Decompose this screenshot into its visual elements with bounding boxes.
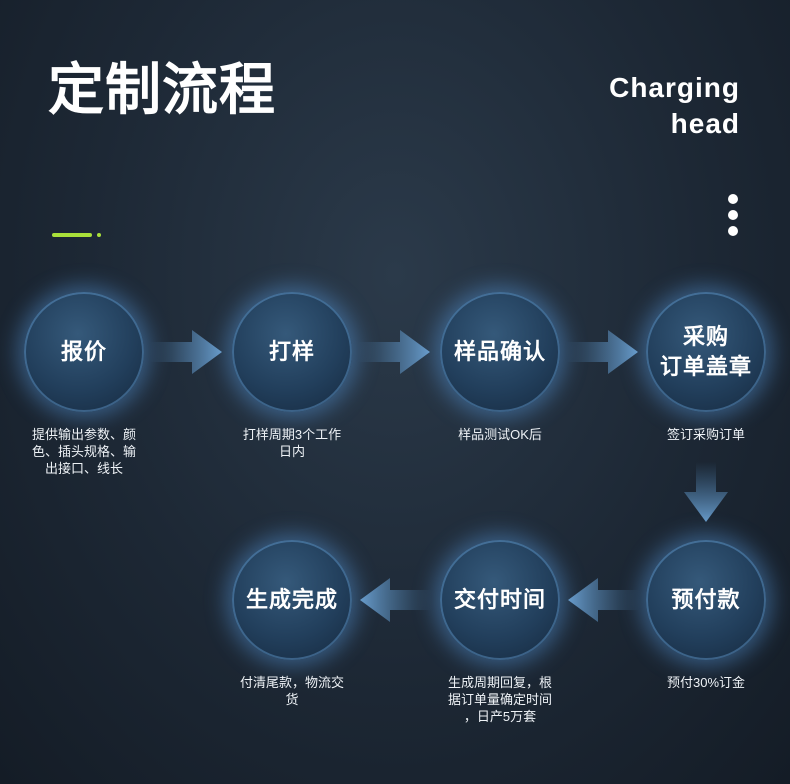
- step-description: 生成周期回复，根 据订单量确定时间 ，日产5万套: [447, 675, 552, 724]
- step-label: 打样: [268, 339, 315, 364]
- arrow-right-icon: [150, 330, 222, 374]
- step-label: 采购 订单盖章: [659, 324, 752, 379]
- arrow-right-icon: [566, 330, 638, 374]
- step-description: 打样周期3个工作 日内: [242, 427, 342, 459]
- step-label: 生成完成: [245, 587, 338, 612]
- subtitle-line-1: Charging: [609, 72, 740, 103]
- subtitle-line-2: head: [670, 108, 740, 139]
- step-description: 样品测试OK后: [458, 427, 542, 442]
- step-circle: 报价: [24, 292, 144, 412]
- page-title: 定制流程: [48, 58, 276, 121]
- step-label: 预付款: [671, 587, 741, 612]
- more-icon[interactable]: [726, 194, 740, 242]
- accent-dot: [97, 233, 101, 237]
- step-description: 预付30%订金: [666, 675, 746, 690]
- arrow-down-icon: [684, 462, 728, 522]
- step-label: 样品确认: [453, 339, 546, 364]
- step-circle: 生成完成: [232, 540, 352, 660]
- step-circle: 预付款: [646, 540, 766, 660]
- step-circle: 打样: [232, 292, 352, 412]
- step-description: 签订采购订单: [666, 427, 745, 442]
- accent-bar: [52, 233, 92, 237]
- step-circle: 交付时间: [440, 540, 560, 660]
- step-circle: 采购 订单盖章: [646, 292, 766, 412]
- step-description: 提供输出参数、颜 色、插头规格、输 出接口、线长: [31, 427, 136, 476]
- arrow-left-icon: [568, 578, 640, 622]
- page-subtitle: Charging head: [609, 70, 740, 142]
- step-label: 交付时间: [453, 587, 546, 612]
- step-label: 报价: [60, 339, 107, 364]
- arrow-right-icon: [358, 330, 430, 374]
- step-circle: 样品确认: [440, 292, 560, 412]
- step-description: 付清尾款，物流交 货: [239, 675, 344, 707]
- arrow-left-icon: [360, 578, 432, 622]
